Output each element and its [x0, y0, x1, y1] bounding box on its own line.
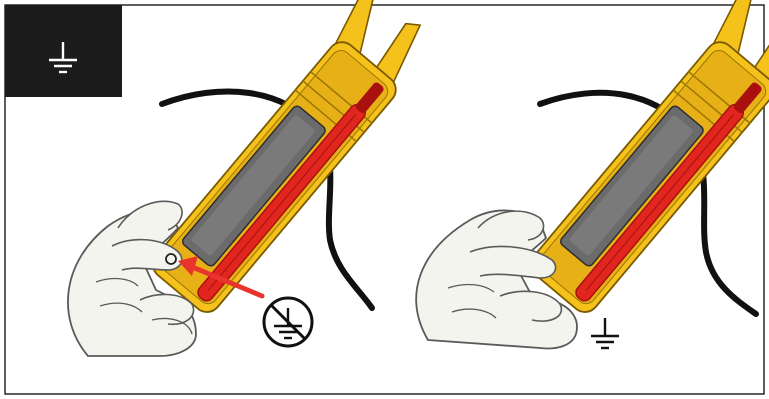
ground-prohibited-icon [264, 298, 312, 346]
header-box [5, 5, 122, 97]
